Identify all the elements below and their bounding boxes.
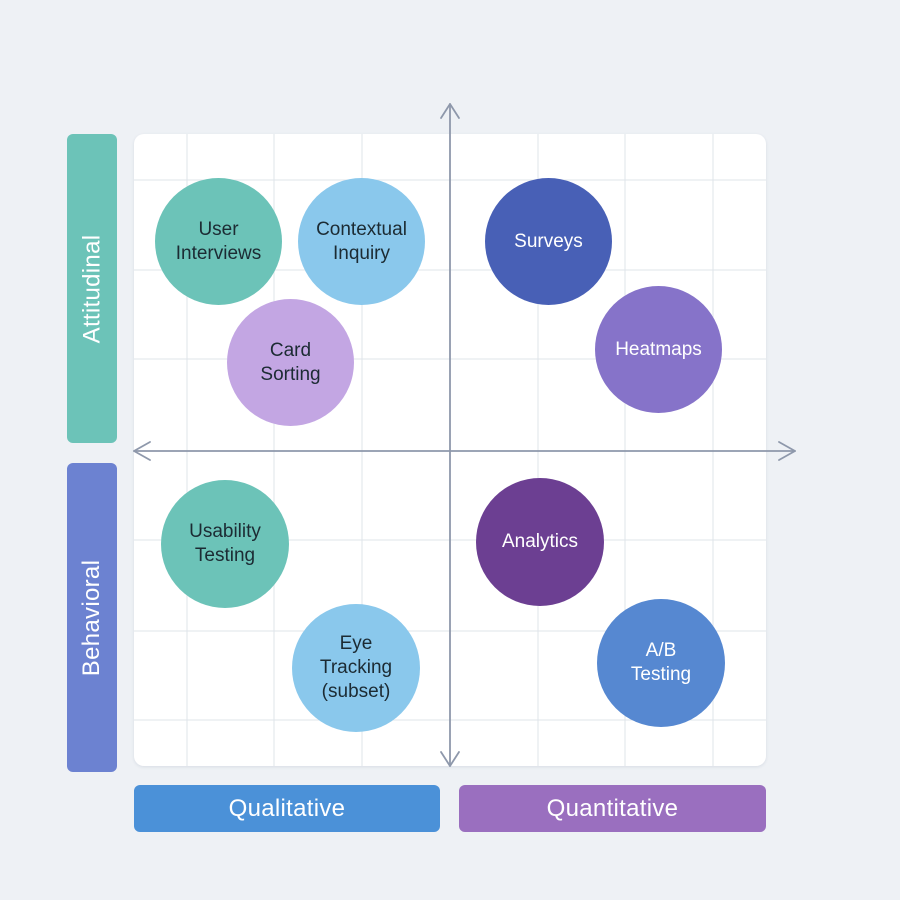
method-surveys: Surveys xyxy=(485,178,612,305)
method-user-interviews: User Interviews xyxy=(155,178,282,305)
method-label: A/B Testing xyxy=(630,640,692,685)
method-label: Heatmaps xyxy=(615,338,702,360)
method-label: Card Sorting xyxy=(260,339,321,385)
method-usability-testing: Usability Testing xyxy=(161,480,289,608)
behavioral-label-text: Behavioral xyxy=(78,559,105,676)
method-label: Analytics xyxy=(501,531,579,552)
method-card-sorting: Card Sorting xyxy=(227,299,354,426)
quantitative-label-text: Quantitative xyxy=(546,794,679,822)
qualitative-label: Qualitative xyxy=(134,785,440,832)
qualitative-label-text: Qualitative xyxy=(228,794,346,822)
method-label: Contextual Inquiry xyxy=(316,218,407,264)
method-label: Surveys xyxy=(514,230,583,252)
attitudinal-label-text: Attitudinal xyxy=(78,234,106,343)
method-label: Usability Testing xyxy=(189,521,261,566)
method-label: User Interviews xyxy=(175,218,262,264)
method-heatmaps: Heatmaps xyxy=(595,286,722,413)
horizontal-axis-arrow-right xyxy=(778,441,796,461)
method-analytics: Analytics xyxy=(476,478,604,606)
method-contextual-inquiry: Contextual Inquiry xyxy=(298,178,425,305)
method-ab-testing: A/B Testing xyxy=(597,599,725,727)
vertical-axis-arrow-up xyxy=(440,103,460,119)
behavioral-label: Behavioral xyxy=(67,463,117,772)
method-eye-tracking: Eye Tracking (subset) xyxy=(292,604,420,732)
method-label: Eye Tracking (subset) xyxy=(319,633,393,702)
attitudinal-label: Attitudinal xyxy=(67,134,117,443)
quantitative-label: Quantitative xyxy=(459,785,766,832)
